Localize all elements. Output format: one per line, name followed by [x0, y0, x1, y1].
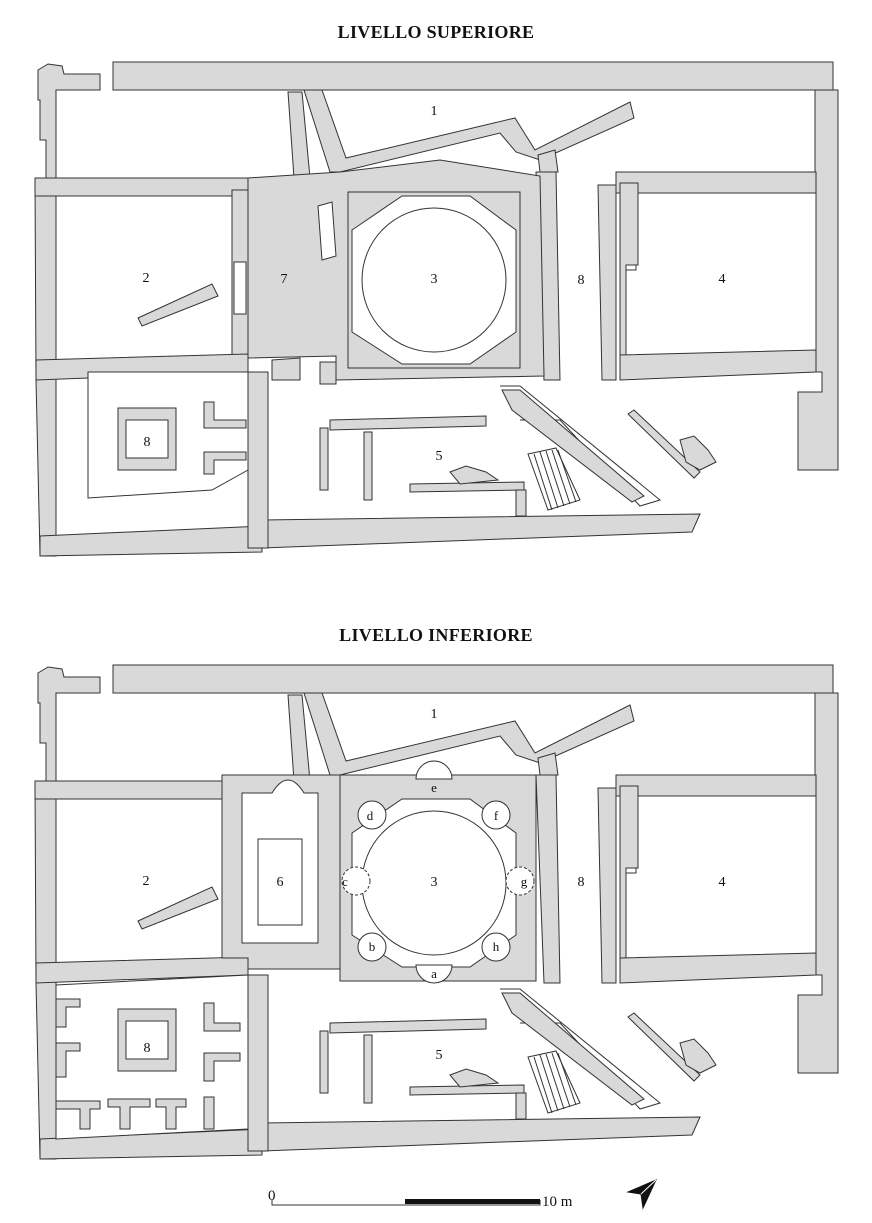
upper-room-2-label: 2	[143, 271, 150, 286]
lower-room-4-label: 4	[719, 875, 726, 890]
lower-level-plan: 1 2 3 4 5 6 8 8 a b c d e f g h	[34, 664, 839, 1160]
lower-room-6-label: 6	[277, 875, 284, 890]
upper-room-1-label: 1	[431, 104, 438, 119]
lower-room-3-label: 3	[431, 875, 438, 890]
title-lower-level: LIVELLO INFERIORE	[339, 625, 533, 645]
niche-a-label: a	[431, 966, 437, 981]
niche-c-label: c	[342, 874, 348, 889]
upper-room-3-label: 3	[431, 272, 438, 287]
upper-room-5-label: 5	[436, 449, 443, 464]
niche-d-label: d	[367, 808, 374, 823]
upper-room-8-corridor-label: 8	[578, 273, 585, 288]
lower-room-1-label: 1	[431, 707, 438, 722]
niche-b-label: b	[369, 939, 376, 954]
niche-e-label: e	[431, 780, 437, 795]
scale-start-label: 0	[268, 1188, 276, 1204]
lower-room-8-corridor-label: 8	[578, 875, 585, 890]
north-arrow-icon	[626, 1179, 658, 1210]
niche-g-label: g	[521, 874, 528, 889]
upper-level-plan: 1 2 3 4 5 7 8 8	[34, 61, 839, 557]
title-upper-level: LIVELLO SUPERIORE	[337, 22, 535, 42]
upper-room-4-label: 4	[719, 272, 726, 287]
lower-room-2-label: 2	[143, 874, 150, 889]
upper-room-8-label: 8	[144, 435, 151, 450]
scale-bar: 0 10 m	[268, 1188, 573, 1210]
niche-f-label: f	[494, 808, 499, 823]
niche-h-label: h	[493, 939, 500, 954]
lower-room-8-label: 8	[144, 1041, 151, 1056]
scale-end-label: 10 m	[542, 1194, 573, 1210]
lower-room-5-label: 5	[436, 1048, 443, 1063]
upper-room-7-label: 7	[281, 272, 288, 287]
